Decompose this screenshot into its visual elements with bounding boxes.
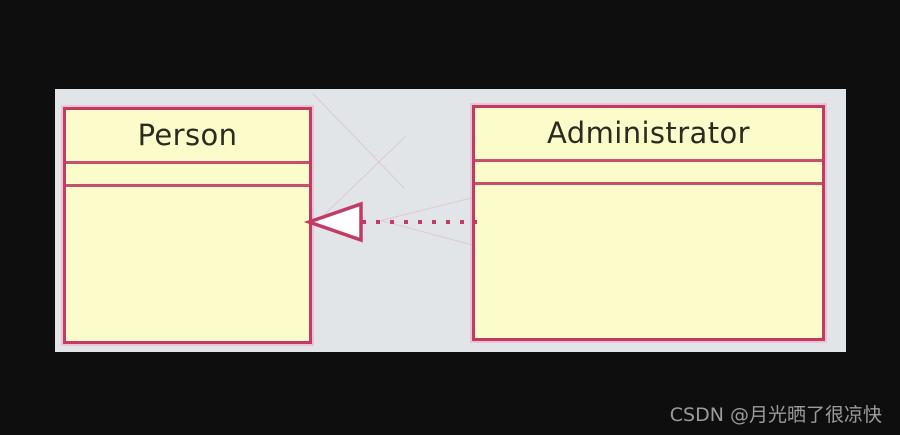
uml-class-administrator[interactable]: Administrator (472, 105, 825, 341)
uml-name-compartment-person: Person (66, 110, 309, 164)
csdn-watermark: CSDN @月光晒了很凉快 (669, 404, 882, 426)
uml-operations-compartment-administrator (475, 185, 822, 338)
realization-connector[interactable] (303, 197, 480, 247)
hollow-triangle-arrowhead-icon (303, 201, 363, 243)
guide-line-artifact (312, 93, 405, 189)
uml-class-name-administrator: Administrator (547, 116, 750, 150)
uml-attributes-compartment-person (66, 164, 309, 187)
uml-diagram-canvas[interactable]: Person Administrator (55, 89, 846, 352)
uml-attributes-compartment-administrator (475, 162, 822, 185)
uml-class-name-person: Person (137, 118, 238, 152)
uml-class-person[interactable]: Person (63, 107, 312, 344)
uml-name-compartment-administrator: Administrator (475, 108, 822, 162)
uml-operations-compartment-person (66, 187, 309, 341)
